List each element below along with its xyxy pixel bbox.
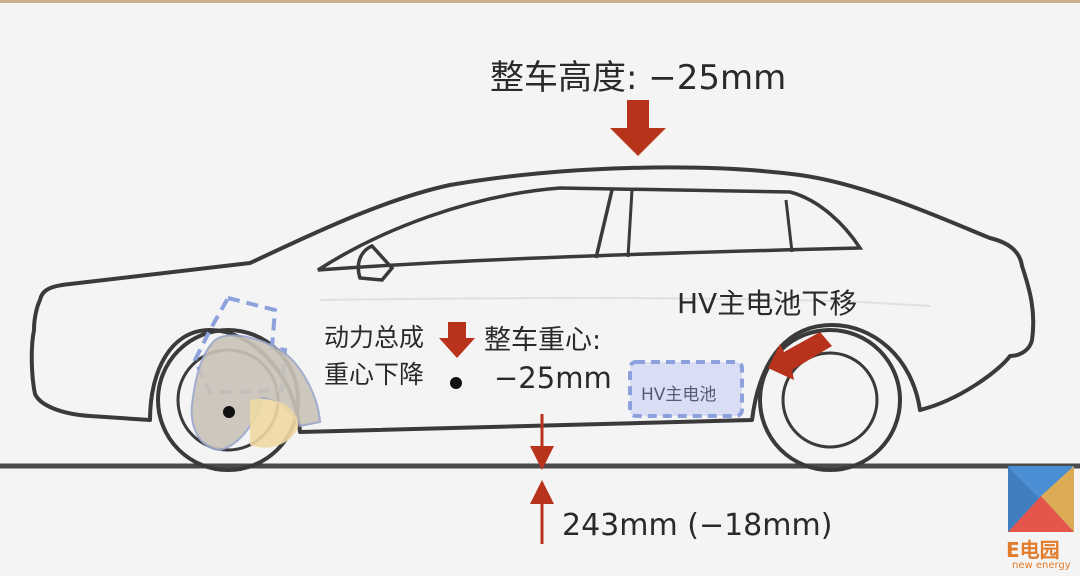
ground-clearance-label: 243mm (−18mm) [562,508,833,543]
top-border-strip [0,0,1080,3]
c-pillar-line [784,199,794,253]
vehicle-cog-value: −25mm [494,361,612,395]
battery-move-label: HV主电池下移 [677,287,858,320]
car-body-outline [29,165,1036,434]
hv-battery-box [628,360,744,418]
logo-mark [1008,466,1074,532]
rear-rim [781,351,879,449]
side-mirror [356,243,395,282]
b-pillar-line [626,189,634,258]
rear-tire [758,328,902,472]
powertrain-cog-dot [223,406,235,418]
height-arrow [610,100,666,156]
powertrain-down-arrow [439,322,475,358]
vehicle-cog-dot [450,377,462,389]
window-outline [317,186,864,272]
powertrain-label-line1: 动力总成 [324,323,425,352]
powertrain-label-line2: 重心下降 [324,360,425,389]
hv-battery-label: HV主电池 [641,385,717,405]
powertrain-assembly [190,334,322,452]
logo-text: E电园 [1006,538,1060,562]
vehicle-height-label: 整车高度: −25mm [490,58,787,98]
logo-subtext: new energy [1012,560,1071,571]
powertrain-highlight [250,399,299,448]
door-crease-line [319,297,931,307]
battery-move-arrow [768,332,832,380]
a-pillar-line [594,189,614,259]
vehicle-cog-label: 整车重心: [484,325,602,356]
